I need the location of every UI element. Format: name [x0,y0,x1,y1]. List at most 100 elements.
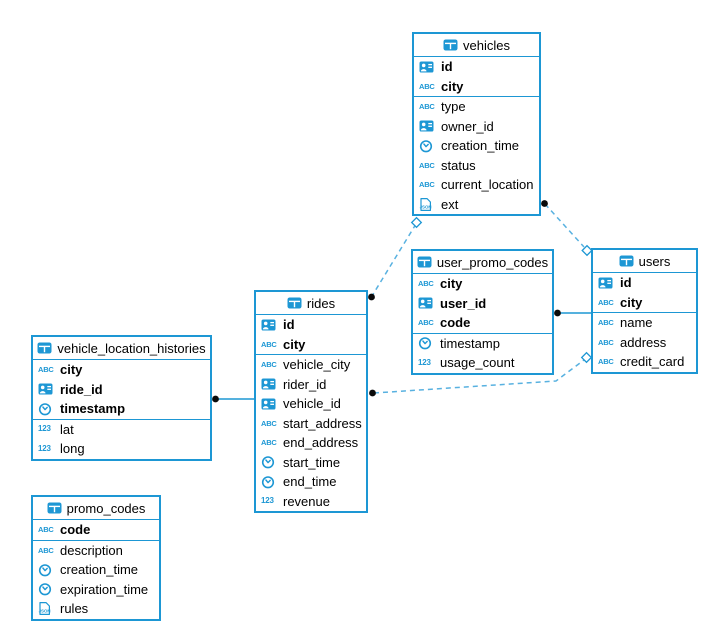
column-name: timestamp [60,401,126,417]
table-header-promo_codes[interactable]: promo_codes [33,497,159,520]
column-name: ext [441,196,459,212]
column-name: current_location [441,177,534,193]
table-icon [443,39,458,51]
column-name: lat [60,421,74,437]
abc-icon: ABC [419,102,435,111]
column-name: start_address [283,415,362,431]
column-name: end_time [283,474,337,490]
column-row-expiration_time[interactable]: expiration_time [33,580,159,600]
table-header-user_promo_codes[interactable]: user_promo_codes [413,251,552,274]
abc-icon: ABC [598,297,614,307]
pk-divider [413,332,552,334]
id-badge-icon [419,61,436,73]
column-row-timestamp[interactable]: timestamp [413,334,552,354]
table-header-vehicles[interactable]: vehicles [414,34,539,57]
column-name: long [60,441,85,457]
column-name: id [441,59,453,75]
table-icon [37,342,52,354]
clock-icon [418,336,435,350]
column-row-id[interactable]: id [593,273,696,293]
relation-parent-diamond [580,351,593,364]
table-icon [287,297,302,309]
column-row-long[interactable]: 123 long [33,439,210,459]
column-name: vehicle_id [283,396,341,412]
abc-icon: ABC [598,318,614,327]
table-title: promo_codes [66,500,146,516]
relation-endpoint-dot [541,200,548,207]
abc-icon: ABC [598,337,614,347]
column-name: city [441,78,464,94]
123-icon: 123 [38,443,51,453]
column-name: credit_card [620,354,685,370]
column-name: timestamp [440,335,500,351]
column-row-creation_time[interactable]: creation_time [414,136,539,156]
abc-icon: ABC [261,339,277,349]
id-badge-icon [261,319,278,331]
column-row-name[interactable]: ABC name [593,313,696,333]
id-badge-icon [418,297,435,309]
column-row-ride_id[interactable]: ride_id [33,380,210,400]
column-row-rider_id[interactable]: rider_id [256,375,366,395]
column-row-id[interactable]: id [414,57,539,77]
table-icon [417,256,432,268]
id-badge-icon [261,378,278,390]
column-name: name [620,315,653,331]
table-header-users[interactable]: users [593,250,696,273]
relation-endpoint-dot [212,395,219,403]
column-row-end_time[interactable]: end_time [256,472,366,492]
123-icon: 123 [418,357,431,367]
column-name: code [440,315,471,331]
column-row-id[interactable]: id [256,315,366,335]
column-name: city [440,276,463,292]
column-name: start_time [283,454,341,470]
table-header-vehicle_location_histories[interactable]: vehicle_location_histories [33,337,210,360]
id-badge-icon [598,277,615,289]
relation-user_promo_codes-users[interactable] [554,309,591,317]
relation-vehicles-users[interactable] [541,200,593,257]
column-row-user_id[interactable]: user_id [413,294,552,314]
clock-icon [261,455,278,469]
column-row-vehicle_id[interactable]: vehicle_id [256,394,366,414]
table-header-rides[interactable]: rides [256,292,366,315]
relation-vehicle_location_histories-rides[interactable] [212,395,254,403]
column-row-owner_id[interactable]: owner_id [414,117,539,137]
abc-icon: ABC [261,360,277,369]
clock-icon [419,139,436,153]
column-row-timestamp[interactable]: timestamp [33,399,210,419]
column-name: city [60,362,83,378]
column-name: user_id [440,295,487,311]
column-row-start_time[interactable]: start_time [256,453,366,473]
column-row-creation_time[interactable]: creation_time [33,560,159,580]
svg-text:JSON: JSON [39,609,51,614]
column-name: id [620,275,632,291]
clock-icon [38,563,55,577]
